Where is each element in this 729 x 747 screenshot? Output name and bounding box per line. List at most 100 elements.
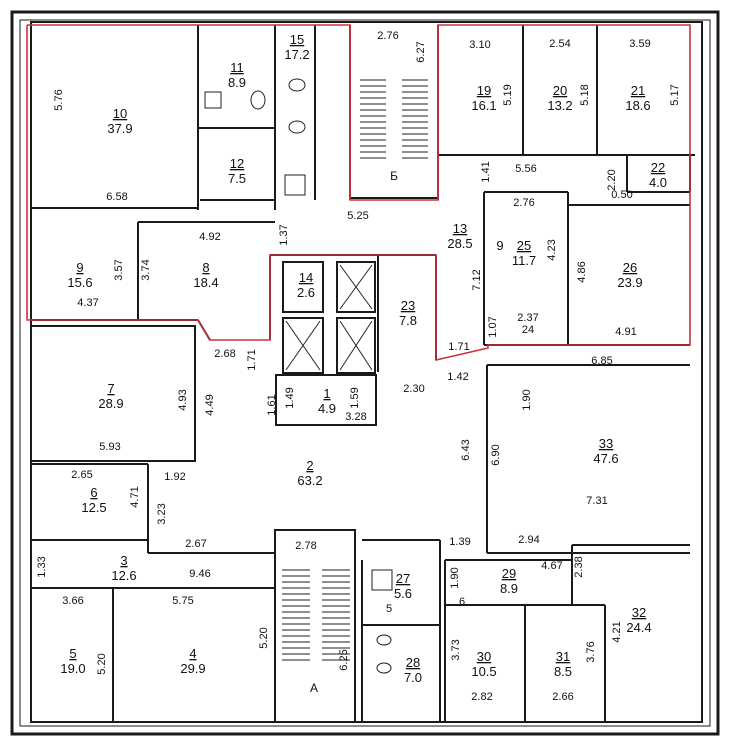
dimension-label: 2.76: [513, 197, 534, 209]
room-area: 8.5: [554, 664, 572, 679]
dimension-label: 4.86: [576, 261, 588, 282]
room-number: 29: [502, 566, 516, 581]
room-number: 20: [553, 83, 567, 98]
room-area: 11.7: [512, 253, 536, 268]
room-area: 28.5: [447, 236, 472, 251]
dimension-label: 0.50: [611, 189, 632, 201]
room-area: 63.2: [297, 473, 322, 488]
room-area: 23.9: [617, 275, 642, 290]
dimension-label: 5.56: [515, 163, 536, 175]
room-area: 2.6: [297, 285, 315, 300]
room-number: 7: [107, 381, 114, 396]
outer-walls: [10, 10, 720, 736]
dimension-label: 1.61: [266, 394, 278, 415]
dimension-label: 2.78: [295, 540, 316, 552]
dimension-label: 6.58: [106, 191, 127, 203]
room-area: 7.5: [228, 171, 246, 186]
room-number: 8: [202, 260, 209, 275]
toilet-fixtures: [204, 78, 393, 674]
room-number: 9: [76, 260, 83, 275]
room-number: 5: [69, 646, 76, 661]
dimension-label: 6.43: [460, 439, 472, 460]
dimension-label: 2.54: [549, 38, 570, 50]
room-9-extra-label: 9: [496, 238, 503, 253]
dimension-label: 1.92: [164, 471, 185, 483]
room-number: 2: [306, 458, 313, 473]
room-area: 8.9: [500, 581, 518, 596]
dimension-label: 9.46: [189, 568, 210, 580]
room-area: 29.9: [180, 661, 205, 676]
dimension-label: 4.49: [204, 394, 216, 415]
room-area: 17.2: [284, 47, 309, 62]
dimension-label: 5.93: [99, 441, 120, 453]
dimension-label: 1.07: [487, 316, 499, 337]
room-number: 26: [623, 260, 637, 275]
room-number: 12: [230, 156, 244, 171]
room-area: 28.9: [98, 396, 123, 411]
dimension-label: 1.90: [449, 567, 461, 588]
stair-a-label: А: [310, 681, 318, 695]
room-number: 32: [632, 605, 646, 620]
room-number: 1: [323, 386, 330, 401]
dimension-label: 5.18: [579, 84, 591, 105]
room-area: 4.0: [649, 175, 667, 190]
elevator-marks: [285, 264, 373, 371]
room-area: 7.8: [399, 313, 417, 328]
dimension-label: 5.17: [669, 84, 681, 105]
room-area: 15.6: [67, 275, 92, 290]
dimension-label: 6.85: [591, 355, 612, 367]
dimension-label: 2.65: [71, 469, 92, 481]
room-area: 19.0: [60, 661, 85, 676]
dimension-label: 3.74: [140, 259, 152, 280]
dimension-label: 2.66: [552, 691, 573, 703]
stair-b-label: Б: [390, 169, 398, 183]
room-area: 5.6: [394, 586, 412, 601]
dimension-label: 4.92: [199, 231, 220, 243]
dimension-label: 2.82: [471, 691, 492, 703]
room-number: 30: [477, 649, 491, 664]
room-number: 25: [517, 238, 531, 253]
room-area: 12.5: [81, 500, 106, 515]
dimension-label: 3.59: [629, 38, 650, 50]
highlighted-zones: [26, 24, 691, 362]
dimension-label: 6.25: [338, 649, 350, 670]
room-area: 18.6: [625, 98, 650, 113]
room-27-door-label: 5: [386, 603, 392, 615]
dimension-label: 4.67: [541, 560, 562, 572]
dimension-label: 3.23: [156, 503, 168, 524]
dimension-label: 1.41: [480, 161, 492, 182]
room-area: 37.9: [107, 121, 132, 136]
room-number: 23: [401, 298, 415, 313]
room-labels: 1037.9118.91517.2127.51916.12013.22118.6…: [60, 32, 667, 685]
dimension-label: 3.57: [113, 259, 125, 280]
dimension-label: 6.27: [415, 41, 427, 62]
room-number: 14: [299, 270, 313, 285]
dimension-label: 24: [522, 324, 534, 336]
dimension-label: 5.75: [172, 595, 193, 607]
room-number: 6: [90, 485, 97, 500]
room-area: 24.4: [626, 620, 651, 635]
dimension-label: 3.66: [62, 595, 83, 607]
room-number: 19: [477, 83, 491, 98]
dimension-label: 1.71: [448, 341, 469, 353]
dimension-label: 1.42: [447, 371, 468, 383]
room-number: 10: [113, 106, 127, 121]
room-area: 13.2: [547, 98, 572, 113]
dimension-label: 7.12: [471, 269, 483, 290]
room-area: 8.9: [228, 75, 246, 90]
room-number: 27: [396, 571, 410, 586]
dimension-label: 4.21: [611, 621, 623, 642]
dimension-label: 2.38: [573, 556, 585, 577]
dimension-label: 5.20: [258, 627, 270, 648]
dimension-label: 7.31: [586, 495, 607, 507]
dimension-label: 1.37: [278, 224, 290, 245]
room-number: 15: [290, 32, 304, 47]
room-number: 22: [651, 160, 665, 175]
dimension-label: 2.67: [185, 538, 206, 550]
room-number: 28: [406, 655, 420, 670]
room-area: 10.5: [471, 664, 496, 679]
room-number: 31: [556, 649, 570, 664]
room-area: 4.9: [318, 401, 336, 416]
dimension-label: 6.90: [490, 444, 502, 465]
